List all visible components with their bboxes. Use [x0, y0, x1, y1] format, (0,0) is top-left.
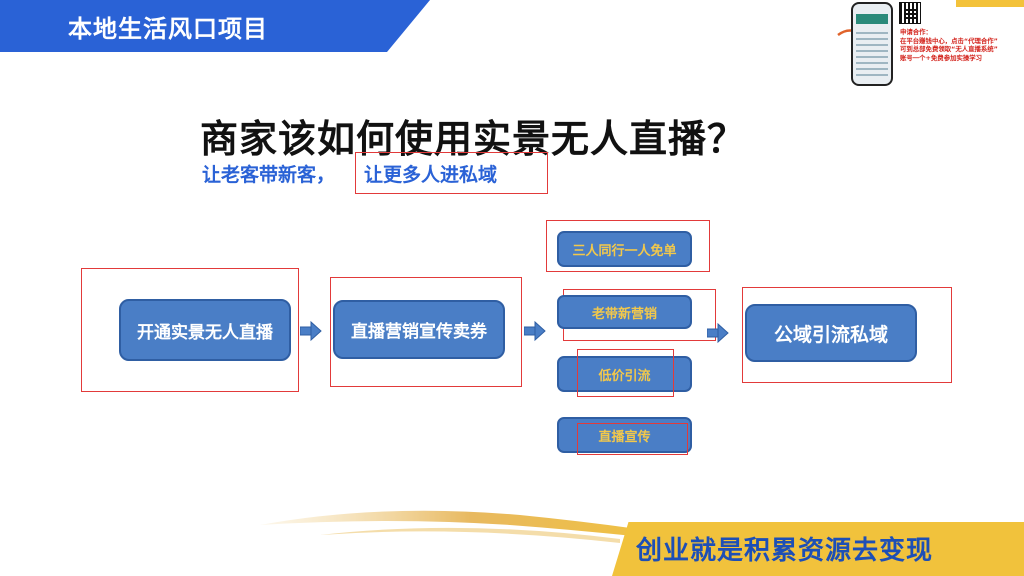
- promo-line: 在平台赚钱中心，点击“代理合作”: [900, 36, 998, 45]
- tactic-box: 三人同行一人免单: [557, 231, 692, 267]
- qr-code-icon: [899, 2, 921, 24]
- phone-mockup: [851, 2, 893, 86]
- tactic3-outline: [577, 349, 674, 397]
- arrow-right-icon: [300, 320, 322, 342]
- gold-swoosh-decoration: [260, 510, 680, 543]
- tactic4-outline: [577, 423, 688, 455]
- slide-title: 商家该如何使用实景无人直播？: [200, 117, 747, 161]
- step2-box: 直播营销宣传卖券: [333, 300, 505, 359]
- subtitle-left: 让老客带新客，: [202, 164, 336, 186]
- footer-slogan: 创业就是积累资源去变现: [636, 536, 934, 566]
- promo-line: 可到总部免费领取“无人直播系统”: [900, 45, 998, 54]
- step1-box: 开通实景无人直播: [119, 299, 291, 361]
- promo-line: 账号一个+免费参加实操学习: [900, 53, 983, 62]
- arrow-right-icon: [707, 322, 729, 344]
- promo-line: 申请合作：: [900, 28, 932, 36]
- tactic-box: 低价引流: [557, 356, 692, 392]
- subtitle-highlight-outline: [355, 152, 548, 194]
- final-outline: [742, 287, 952, 383]
- promo-badge: [956, 0, 1024, 7]
- step1-outline: [81, 268, 299, 392]
- footer-banner: [612, 522, 1024, 576]
- arrow-right-icon: [524, 320, 546, 342]
- tactic-box: 老带新营销: [557, 295, 692, 329]
- subtitle-right: 让更多人进私域: [364, 164, 498, 186]
- final-box: 公域引流私域: [745, 304, 917, 362]
- promo-text: 申请合作： 在平台赚钱中心，点击“代理合作” 可到总部免费领取“无人直播系统” …: [900, 28, 1024, 62]
- tactic1-outline: [546, 220, 710, 272]
- step2-outline: [330, 277, 522, 387]
- header-title: 本地生活风口项目: [68, 15, 268, 43]
- header-banner: [0, 0, 430, 52]
